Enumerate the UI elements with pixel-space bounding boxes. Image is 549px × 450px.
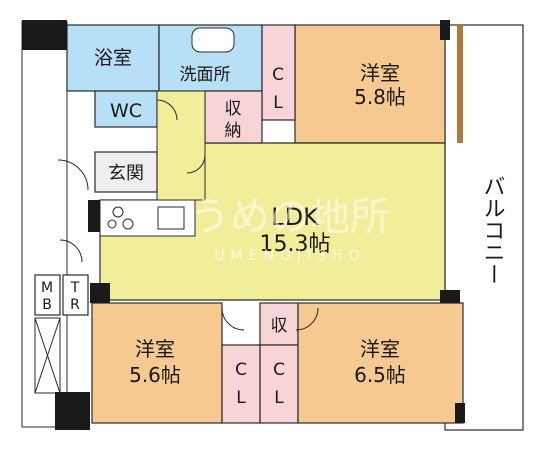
bedroom-ne	[294, 24, 446, 144]
entrance-label: 玄関	[108, 163, 144, 184]
door-swing	[295, 307, 319, 331]
closet-top-label-1: C	[272, 65, 284, 85]
storage-mid	[259, 302, 299, 346]
kitchen-counter	[99, 199, 196, 237]
tr-shaft	[62, 274, 89, 316]
closet-right-label-2: L	[274, 388, 284, 408]
wash-basin-icon	[191, 27, 235, 53]
stove-burner-icon	[112, 206, 124, 218]
tr-label-1: T	[70, 280, 80, 296]
closet-left-label-2: L	[236, 388, 246, 408]
bedroom-ne-label-1: 洋室	[360, 61, 400, 85]
bedroom-ne-label-2: 5.8帖	[354, 85, 406, 109]
bedroom-se-label-1: 洋室	[360, 337, 400, 361]
storage-top-label-2: 納	[225, 121, 242, 141]
closet-top-label-2: L	[273, 93, 283, 113]
hallway	[156, 90, 206, 201]
mb-shaft	[34, 274, 61, 316]
wall	[90, 283, 110, 303]
storage-top-label-1: 収	[225, 99, 242, 119]
wall	[440, 290, 460, 303]
bedroom-se	[297, 302, 464, 424]
wall	[55, 392, 90, 430]
bath-label: 浴室	[94, 47, 132, 69]
stove-burner-icon	[107, 219, 117, 229]
bedroom-sw-label-2: 5.6帖	[129, 363, 181, 387]
bedroom-se-label-2: 6.5帖	[354, 363, 406, 387]
wall	[455, 403, 465, 423]
watermark-text: うめの地所	[190, 194, 390, 240]
closet-left-label-1: C	[235, 360, 247, 380]
wall	[22, 20, 67, 50]
wall	[88, 200, 100, 232]
washroom-label: 洗面所	[180, 65, 231, 85]
closet-right-label-1: C	[273, 360, 285, 380]
pipe-shaft-cross	[34, 317, 61, 394]
watermark-sub: UMENOJISHO	[214, 248, 365, 264]
entrance-area	[94, 151, 158, 193]
balcony-label: バルコニー	[480, 175, 505, 285]
ldk-label-2: 15.3帖	[260, 232, 331, 257]
wall	[440, 20, 450, 40]
door-swing	[156, 99, 178, 121]
tr-label-2: R	[70, 297, 80, 313]
storage-mid-label: 収	[271, 316, 288, 336]
mb-label-2: B	[42, 297, 52, 313]
door-swing	[59, 239, 83, 263]
door-swing	[221, 307, 245, 331]
storage-top	[204, 90, 263, 144]
closet-top	[261, 24, 296, 121]
closet-right	[259, 344, 299, 424]
wc-room	[94, 90, 158, 128]
door-swing	[186, 154, 206, 174]
door-swing	[57, 159, 89, 191]
closet-left	[221, 344, 261, 424]
sink-icon	[157, 206, 185, 230]
wc-label: WC	[110, 100, 142, 122]
bedroom-ne-window	[457, 25, 463, 143]
bedroom-sw-label-1: 洋室	[135, 337, 175, 361]
bedroom-sw	[91, 302, 223, 424]
stove-burner-icon	[122, 218, 134, 230]
mb-label-1: M	[41, 280, 53, 296]
ldk-label-1: LDK	[271, 203, 320, 231]
